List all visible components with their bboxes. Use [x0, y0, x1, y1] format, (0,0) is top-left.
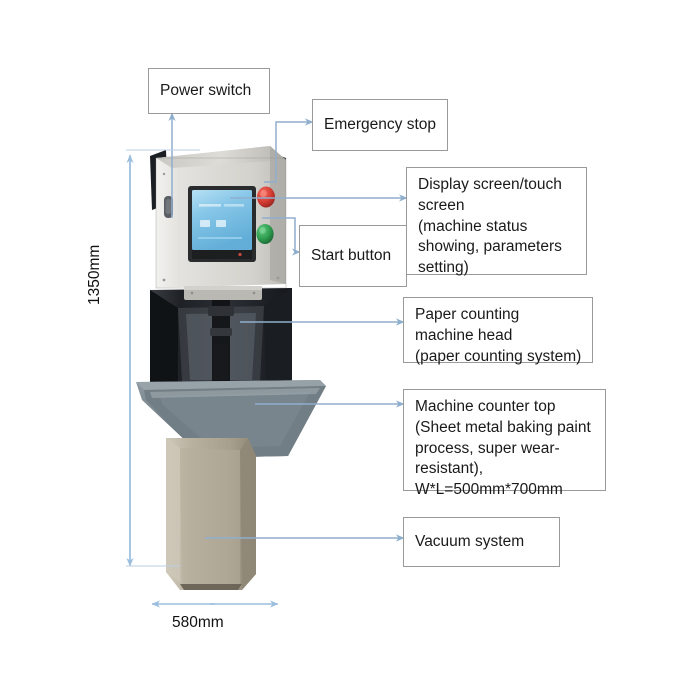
callout-counting-head[interactable]: Paper counting machine head (paper count…: [403, 297, 593, 365]
touchscreen-display: [188, 186, 256, 262]
callout-vacuum-system[interactable]: Vacuum system: [403, 517, 560, 567]
callout-display-screen[interactable]: Display screen/touch screen (machine sta…: [406, 167, 587, 276]
callout-start-button[interactable]: Start button: [299, 225, 407, 287]
paper-counting-head-body: [150, 286, 292, 388]
dimension-label-height: 1350mm: [86, 244, 103, 305]
callout-emergency-stop[interactable]: Emergency stop: [312, 99, 448, 151]
dimension-label-width: 580mm: [172, 614, 224, 631]
vacuum-system-base: [166, 438, 256, 590]
machine-illustration: [136, 146, 326, 590]
emergency-stop-button[interactable]: [257, 186, 275, 208]
callout-power-switch[interactable]: Power switch: [148, 68, 270, 114]
callout-counter-top[interactable]: Machine counter top (Sheet metal baking …: [403, 389, 606, 498]
start-button-green[interactable]: [256, 224, 274, 244]
power-switch-knob-icon: [164, 196, 173, 218]
